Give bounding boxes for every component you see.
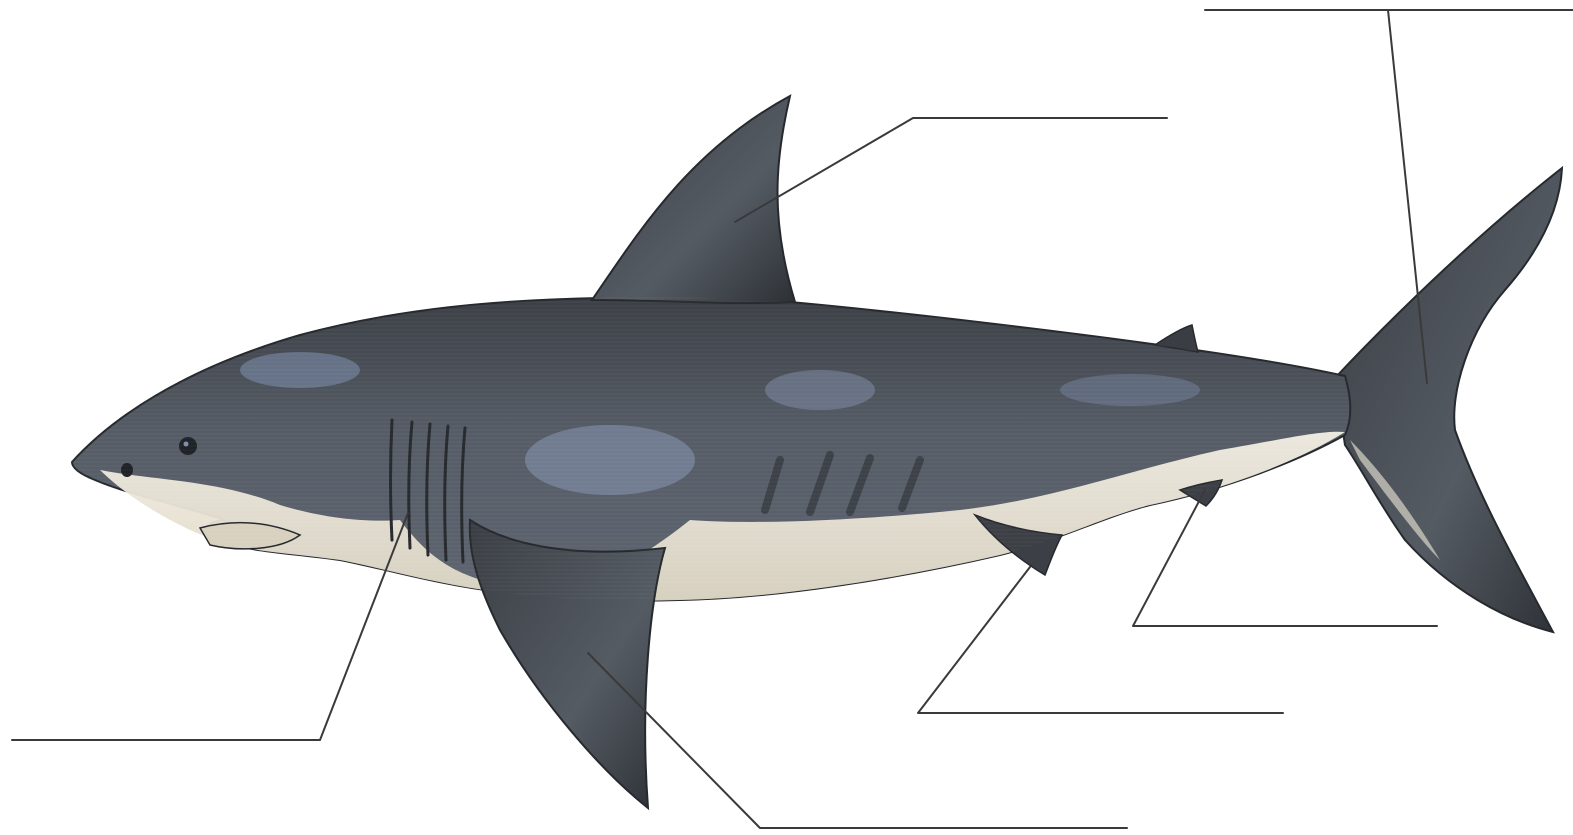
pelvic-fin-leader <box>918 567 1283 713</box>
caudal-fin-shape <box>1335 168 1562 632</box>
shark-illustration <box>72 96 1562 808</box>
dorsal-fin-leader <box>735 118 1167 222</box>
pectoral-fin-leader <box>588 653 1127 828</box>
dorsal-fin-shape <box>592 96 795 303</box>
